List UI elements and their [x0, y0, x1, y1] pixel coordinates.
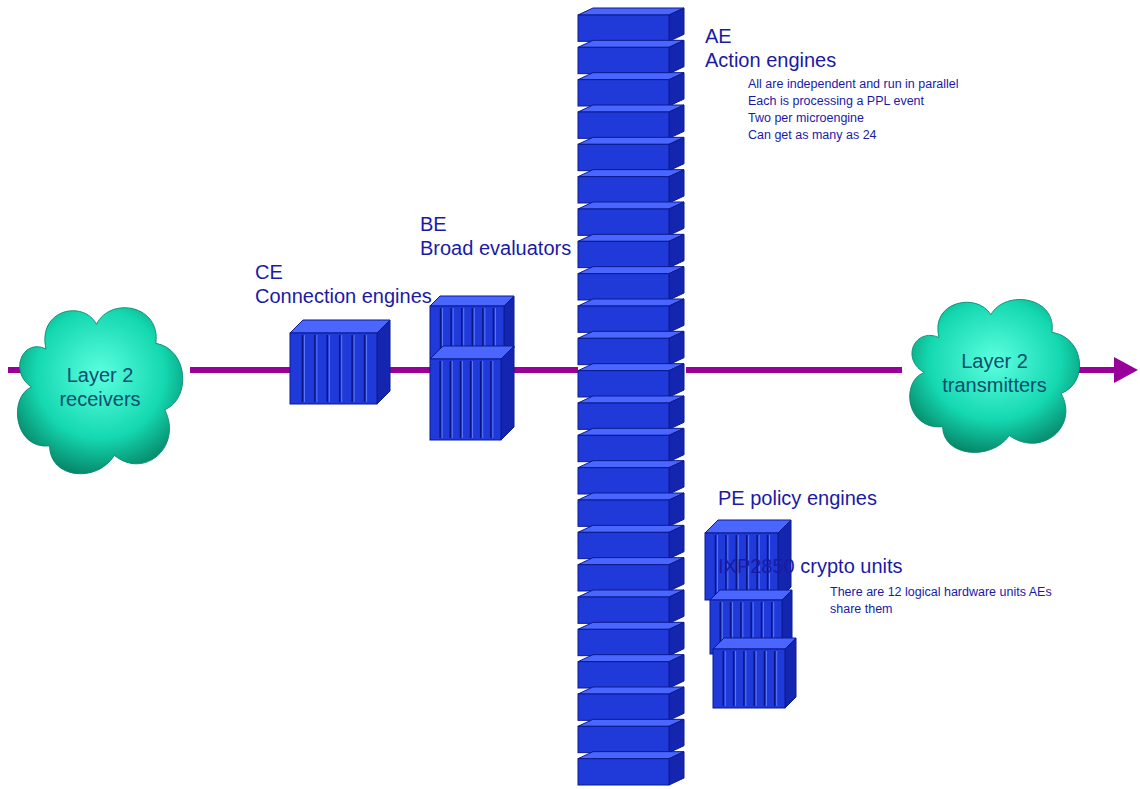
action-engine-slab [578, 105, 684, 138]
cloud-label-box: Layer 2 receivers [10, 292, 190, 482]
node-graphic [578, 8, 686, 784]
action-engine-slab [578, 170, 684, 203]
engine-note: Two per microengine [748, 110, 959, 127]
node-graphic [710, 590, 796, 708]
action-engine-slab [578, 234, 684, 267]
engine-note: There are 12 logical hardware units AEs … [830, 584, 1058, 618]
action-engine-slab [578, 525, 684, 558]
engine-stack: BEBroad evaluators [430, 296, 514, 440]
flow-connector [514, 367, 578, 373]
action-engine-slab [578, 137, 684, 170]
engine-block [290, 320, 390, 404]
engine-title: Broad evaluators [420, 236, 571, 260]
action-engine-slab [578, 719, 684, 752]
layer2-cloud: Layer 2 transmitters [902, 285, 1087, 460]
engine-label-group: All are independent and run in parallelE… [748, 76, 959, 144]
action-engine-slab [578, 622, 684, 655]
cloud-outline [17, 308, 182, 474]
action-engine-slab [578, 202, 684, 235]
engine-block [713, 638, 796, 708]
action-engine-slab [578, 40, 684, 73]
engine-label-group: PE policy engines [718, 486, 877, 510]
action-engine-slab [578, 655, 684, 688]
action-engine-slab [578, 8, 684, 41]
engine-label-group: There are 12 logical hardware units AEs … [830, 584, 1058, 618]
engine-label-group: CEConnection engines [255, 260, 432, 308]
engine-title: Action engines [705, 48, 836, 72]
action-engine-slab [578, 267, 684, 300]
engine-label-group: AEAction engines [705, 24, 836, 72]
engine-block [430, 296, 514, 358]
cloud-label-box: Layer 2 transmitters [902, 285, 1087, 460]
action-engine-slab [578, 752, 684, 785]
cloud-outline [910, 299, 1080, 452]
engine-label-group: IXP2850 crypto units [718, 554, 903, 578]
engine-stack: IXP2850 crypto unitsThere are 12 logical… [710, 590, 796, 708]
action-engine-slab [578, 461, 684, 494]
engine-title: BE [420, 212, 571, 236]
engine-title: CE [255, 260, 432, 284]
cloud-label: Layer 2 receivers [40, 363, 160, 411]
action-engine-slab [578, 428, 684, 461]
engine-stack: CEConnection engines [290, 320, 390, 404]
action-engine-slab [578, 331, 684, 364]
flow-connector [190, 367, 290, 373]
action-engine-slab [578, 364, 684, 397]
action-engine-slab [578, 73, 684, 106]
node-graphic [290, 320, 390, 404]
engine-column: AEAction enginesAll are independent and … [578, 8, 686, 784]
action-engine-slab [578, 687, 684, 720]
node-graphic [10, 292, 190, 482]
engine-label-group: BEBroad evaluators [420, 212, 571, 260]
node-graphic [902, 285, 1087, 460]
engine-note: All are independent and run in parallel [748, 76, 959, 93]
flow-connector [686, 367, 902, 373]
node-graphic [430, 296, 514, 440]
action-engine-slab [578, 396, 684, 429]
action-engine-slab [578, 558, 684, 591]
action-engine-slab [578, 493, 684, 526]
flow-connector [390, 367, 430, 373]
engine-note: Each is processing a PPL event [748, 93, 959, 110]
engine-block [430, 346, 514, 440]
engine-title: IXP2850 crypto units [718, 554, 903, 578]
engine-title: PE policy engines [718, 486, 877, 510]
engine-title: AE [705, 24, 836, 48]
engine-title: Connection engines [255, 284, 432, 308]
layer2-cloud: Layer 2 receivers [10, 292, 190, 482]
action-engine-slab [578, 590, 684, 623]
flow-arrowhead [1114, 357, 1138, 383]
engine-note: Can get as many as 24 [748, 127, 959, 144]
action-engine-slab [578, 299, 684, 332]
cloud-label: Layer 2 transmitters [935, 349, 1055, 397]
